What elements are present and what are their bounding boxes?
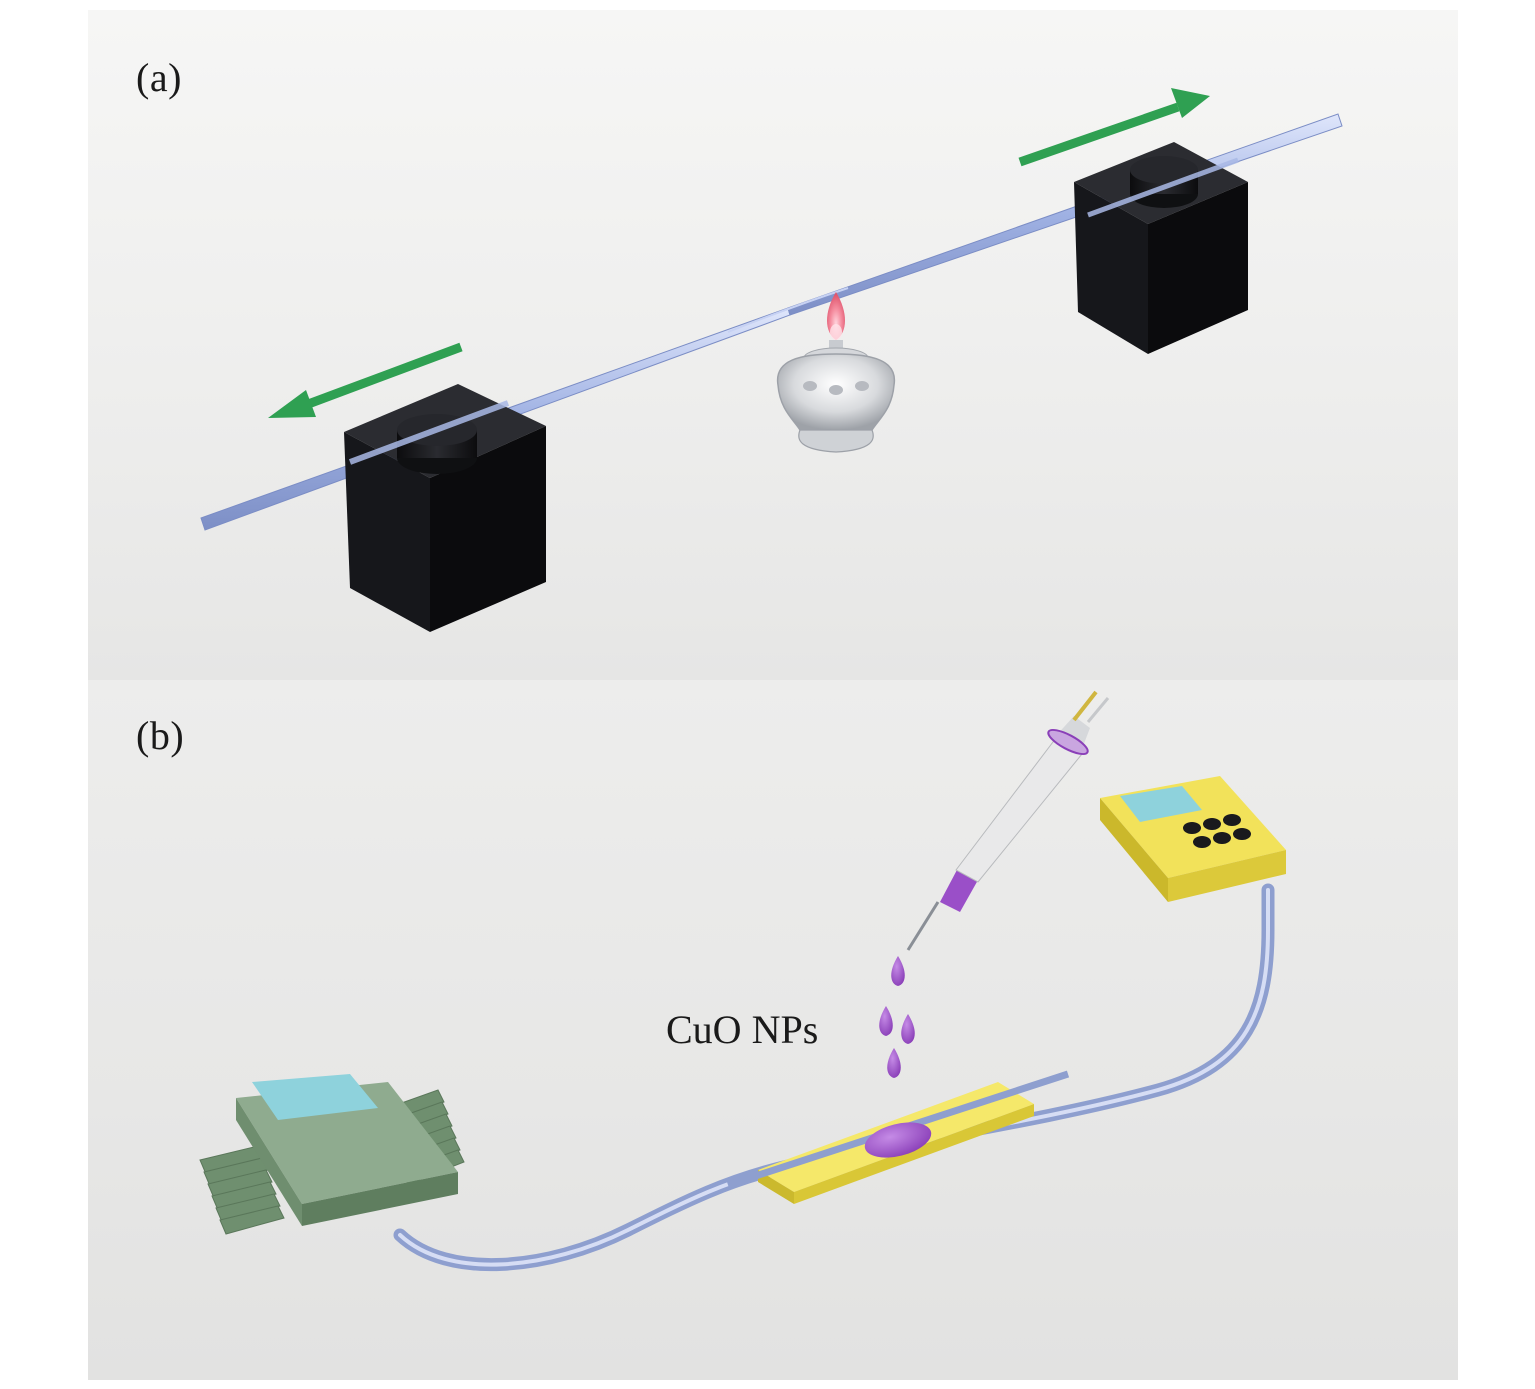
panel-b-label: (b) [136,713,185,758]
panel-a-illustration [200,88,1343,632]
coating-stage-icon [726,1070,1070,1204]
fiber-clamp-right-icon [1074,142,1248,354]
flame-icon [827,292,845,340]
light-source-icon [199,1074,465,1235]
fiber-taper-waist [727,287,849,333]
droplet-icon [891,956,905,986]
pipette-icon [906,690,1110,951]
droplet-icon [879,1006,893,1036]
panel-b-illustration [199,690,1286,1272]
pull-arrow-left-icon [268,342,463,418]
pull-arrow-right-icon [1018,88,1210,167]
panel-a-label: (a) [136,55,182,100]
droplets [879,956,915,1078]
cuo-nps-label: CuO NPs [666,1007,819,1052]
panel-b-coating-setup: (b) CuO NPs [88,680,1458,1380]
detector-icon [1100,776,1286,902]
alcohol-lamp-icon [776,340,896,453]
droplet-icon [887,1048,901,1078]
droplet-icon [901,1014,915,1044]
fiber-clamp-left-icon [344,384,546,632]
panel-a-fiber-tapering: (a) [88,10,1458,680]
fiber-cable [393,883,1275,1272]
